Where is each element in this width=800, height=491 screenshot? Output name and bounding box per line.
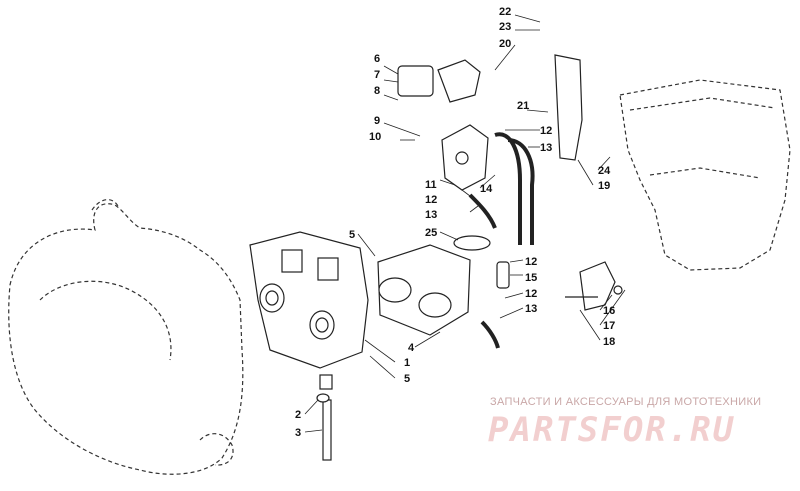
callout-5b: 5 <box>404 373 410 385</box>
callout-14: 14 <box>480 183 493 195</box>
watermark-logo: PARTSFOR.RU <box>488 410 736 450</box>
leader-lines <box>304 14 626 433</box>
carburetor-assembly <box>249 231 369 369</box>
fuel-hoses <box>468 132 535 349</box>
callout-15: 15 <box>525 272 537 284</box>
drain-tube <box>316 374 333 461</box>
callout-25: 25 <box>425 227 437 239</box>
mount-bracket-lower <box>565 261 623 311</box>
intake-boot <box>377 244 471 336</box>
callout-12b: 12 <box>425 194 437 206</box>
callout-23: 23 <box>499 21 511 33</box>
fuel-pump <box>441 124 489 191</box>
callout-1: 1 <box>404 357 410 369</box>
callout-19: 19 <box>598 180 610 192</box>
callout-5a: 5 <box>349 229 355 241</box>
callout-4: 4 <box>408 342 415 354</box>
callout-2: 2 <box>295 409 301 421</box>
callout-16: 16 <box>603 305 615 317</box>
callout-7: 7 <box>374 69 380 81</box>
callout-12a: 12 <box>540 125 552 137</box>
callout-13c: 13 <box>525 303 537 315</box>
fuel-filter <box>496 261 510 289</box>
callout-18: 18 <box>603 336 615 348</box>
callout-3: 3 <box>295 427 301 439</box>
callout-11: 11 <box>425 179 437 191</box>
hose-clamp <box>453 235 491 251</box>
callout-8: 8 <box>374 85 380 97</box>
callout-12d: 12 <box>525 288 537 300</box>
airbox-outline <box>619 79 791 271</box>
callout-9: 9 <box>374 115 380 127</box>
callout-12c: 12 <box>525 256 537 268</box>
callout-21: 21 <box>517 100 529 112</box>
callout-13b: 13 <box>425 209 437 221</box>
callout-13a: 13 <box>540 142 552 154</box>
engine-outline <box>8 199 244 475</box>
callout-24: 24 <box>598 165 611 177</box>
solenoid-block <box>397 59 481 103</box>
callout-17: 17 <box>603 320 615 332</box>
callout-10: 10 <box>369 131 381 143</box>
callout-20: 20 <box>499 38 511 50</box>
callout-6: 6 <box>374 53 380 65</box>
mounting-bracket <box>554 54 583 161</box>
callout-labels: 1 2 3 4 5 5 6 7 8 9 10 11 12 12 12 12 13… <box>295 6 615 439</box>
callout-22: 22 <box>499 6 511 18</box>
watermark-caption: ЗАПЧАСТИ И АКСЕССУАРЫ ДЛЯ МОТОТЕХНИКИ <box>490 396 762 408</box>
